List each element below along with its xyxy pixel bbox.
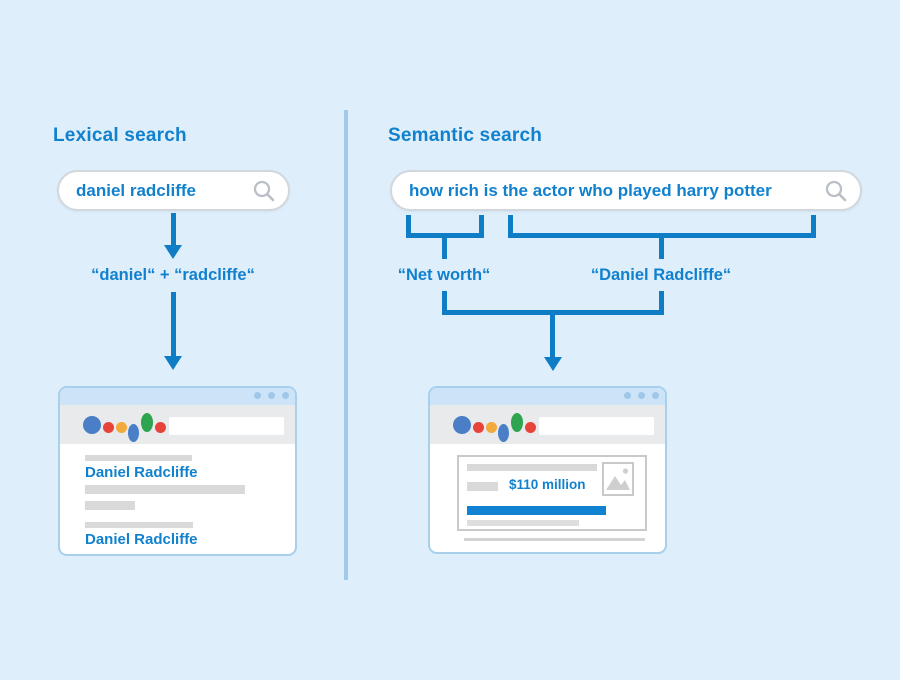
lexical-results-window: Daniel Radcliffe Daniel Radcliffe xyxy=(58,386,297,556)
entity-label-daniel-radcliffe: “Daniel Radcliffe“ xyxy=(590,266,732,284)
text-placeholder-line xyxy=(467,464,597,471)
search-box-placeholder xyxy=(539,417,654,435)
featured-snippet-card: $110 million xyxy=(457,455,647,531)
window-dot-icon xyxy=(282,392,289,399)
semantic-arrow-head xyxy=(544,357,562,371)
search-box-placeholder xyxy=(169,417,284,435)
text-placeholder-line xyxy=(85,485,245,494)
entity-merge-bracket xyxy=(442,291,664,315)
column-divider xyxy=(344,110,348,580)
lexical-arrow-2-line xyxy=(171,292,176,357)
text-placeholder-line xyxy=(467,520,579,526)
window-dot-icon xyxy=(652,392,659,399)
semantic-search-pill[interactable]: how rich is the actor who played harry p… xyxy=(390,170,862,211)
lexical-query-text: daniel radcliffe xyxy=(76,180,196,200)
search-icon xyxy=(253,180,275,201)
divider-line xyxy=(464,538,645,541)
semantic-heading: Semantic search xyxy=(388,125,543,146)
lexical-tokens-label: “daniel“ + “radcliffe“ xyxy=(91,266,255,284)
daniel-radcliffe-span-bracket xyxy=(508,215,816,238)
daniel-radcliffe-bracket-stem xyxy=(659,238,664,259)
result-link-2[interactable]: Daniel Radcliffe xyxy=(85,531,198,548)
text-placeholder-line xyxy=(85,522,193,528)
semantic-results-window: $110 million xyxy=(428,386,667,554)
window-titlebar xyxy=(60,388,295,405)
window-dot-icon xyxy=(268,392,275,399)
image-placeholder xyxy=(602,462,634,496)
net-worth-span-bracket xyxy=(406,215,484,238)
snippet-link-bar[interactable] xyxy=(467,506,606,515)
semantic-query-text: how rich is the actor who played harry p… xyxy=(409,180,772,200)
window-titlebar xyxy=(430,388,665,405)
text-placeholder-line xyxy=(467,482,498,491)
net-worth-bracket-stem xyxy=(442,238,447,259)
lexical-search-pill[interactable]: daniel radcliffe xyxy=(57,170,290,211)
lexical-arrow-1-head xyxy=(164,245,182,259)
window-dot-icon xyxy=(254,392,261,399)
search-icon xyxy=(825,180,847,201)
image-placeholder-icon xyxy=(606,468,630,490)
lexical-arrow-2-head xyxy=(164,356,182,370)
lexical-heading: Lexical search xyxy=(53,125,187,146)
entity-label-net-worth: “Net worth“ xyxy=(397,266,491,284)
text-placeholder-line xyxy=(85,455,192,461)
lexical-arrow-1-line xyxy=(171,213,176,246)
semantic-arrow-line xyxy=(550,315,555,358)
text-placeholder-line xyxy=(85,501,135,510)
window-dot-icon xyxy=(638,392,645,399)
window-dot-icon xyxy=(624,392,631,399)
result-link-1[interactable]: Daniel Radcliffe xyxy=(85,464,198,481)
snippet-answer-value: $110 million xyxy=(509,477,586,492)
